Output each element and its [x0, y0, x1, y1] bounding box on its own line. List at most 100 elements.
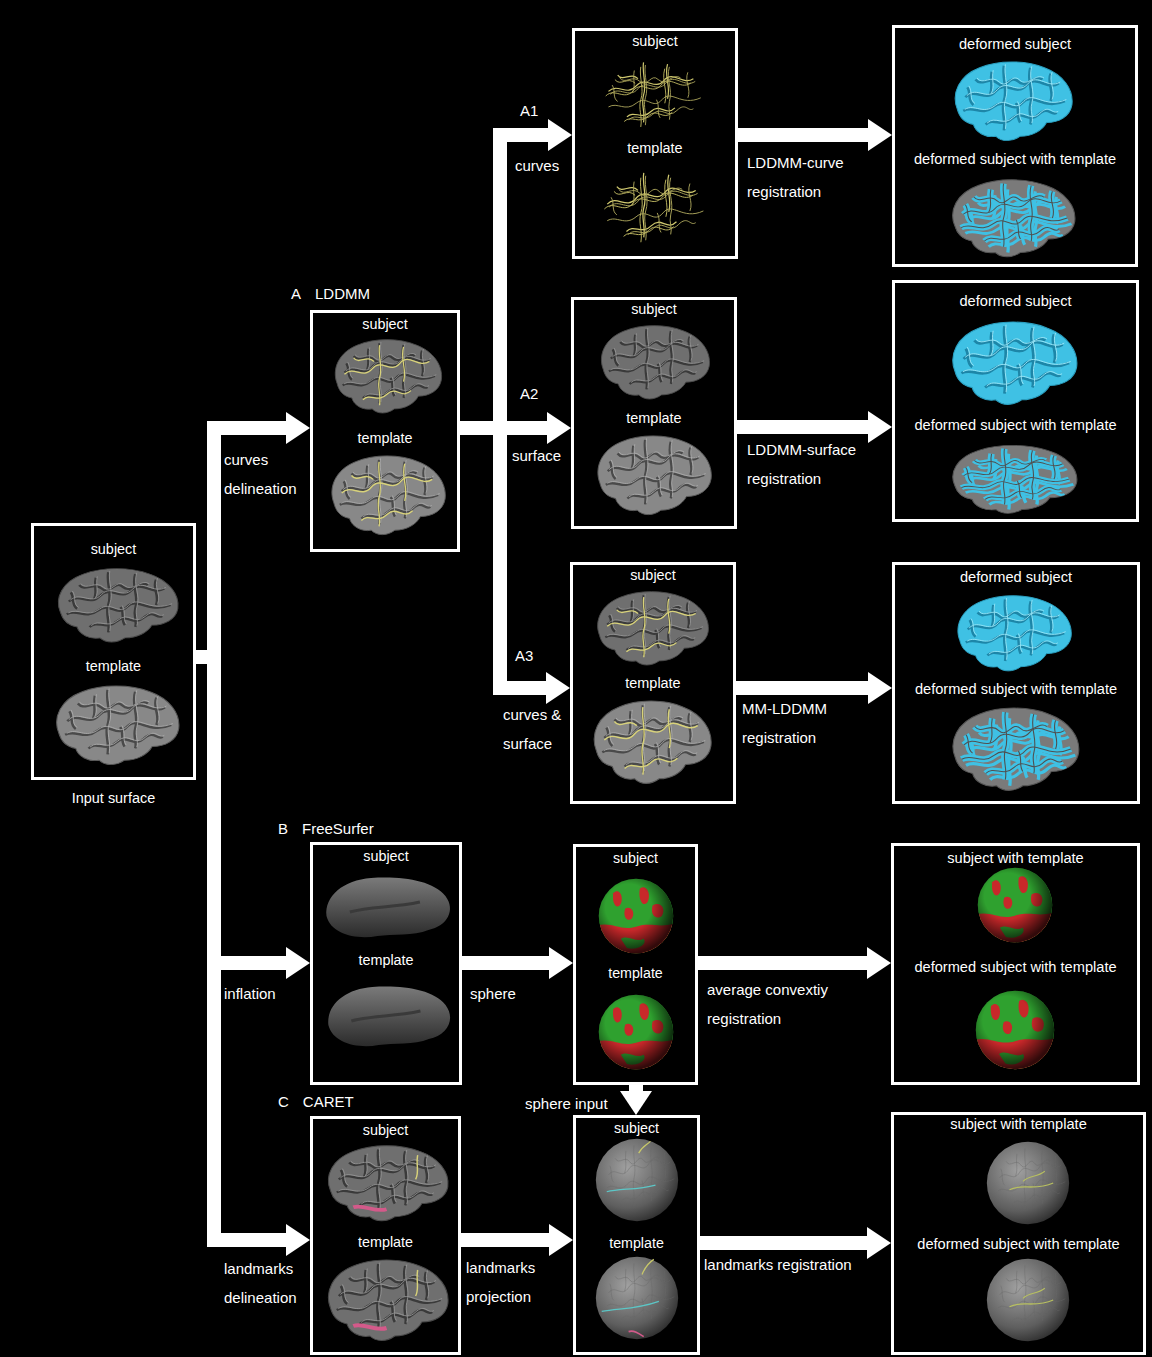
- panel-box: deformed subject deformed subject with te…: [892, 280, 1139, 522]
- edge-label: MM-LDDMM registration: [742, 700, 827, 746]
- arrow-head: [620, 1091, 652, 1115]
- text-row: deformed subject with template: [895, 416, 1136, 434]
- text-row: template: [575, 139, 735, 157]
- panel-box: subjecttemplateInput surface: [31, 523, 196, 780]
- box-label: subject: [631, 300, 677, 318]
- box-label: template: [609, 1234, 664, 1252]
- edge-label-holder: average convextiy registration: [707, 975, 857, 1033]
- edge-label: curves & surface: [503, 706, 561, 752]
- panel-box: subject with templatedeformed subject wi…: [891, 1112, 1146, 1355]
- convexity-sphere: [977, 867, 1053, 943]
- box-label: subject: [363, 1121, 409, 1139]
- edge-label: landmarks registration: [704, 1256, 852, 1273]
- text-row: deformed subject: [895, 568, 1137, 586]
- box-label: template: [358, 1233, 413, 1251]
- text-row: template: [313, 1233, 458, 1251]
- panel-box: subject template: [573, 1115, 700, 1355]
- flow-arrow: [461, 1224, 573, 1256]
- text-row: template: [576, 964, 695, 982]
- overlay-brain: [953, 180, 1075, 257]
- text-row: subject: [313, 1121, 458, 1139]
- branch-label-holder: A1: [520, 96, 538, 125]
- box-label: deformed subject with template: [914, 958, 1116, 976]
- inflated-brain: [326, 878, 450, 938]
- brain-surface: [598, 436, 711, 515]
- panel-box: deformed subjectdeformed subject with te…: [892, 562, 1140, 804]
- panel-box: subject template: [572, 28, 738, 259]
- edge-label-holder: landmarks registration: [704, 1250, 852, 1279]
- arrow-shaft: [462, 956, 551, 970]
- panel-box: CCARETsubjecttemplate: [310, 1116, 461, 1355]
- edge-label-holder: sphere: [470, 979, 516, 1008]
- text-row: deformed subject: [895, 292, 1136, 310]
- arrow-shaft: [736, 681, 870, 695]
- box-label: subject: [632, 32, 678, 50]
- edge-label-holder: sphere input: [525, 1089, 608, 1118]
- flow-arrow: [738, 119, 892, 151]
- edge-label-holder: inflation: [224, 979, 276, 1008]
- text-row: template: [34, 657, 193, 675]
- brain-surface: [601, 326, 709, 399]
- edge-label: surface: [512, 447, 561, 464]
- text-row: subject: [574, 300, 734, 318]
- arrow-head: [867, 1227, 891, 1259]
- brain-surface: [58, 569, 178, 642]
- text-row: subject: [313, 847, 459, 865]
- text-row: subject: [576, 849, 695, 867]
- text-row: deformed subject with template: [895, 150, 1135, 168]
- panel-box: deformed subject deformed subject with te…: [892, 25, 1138, 267]
- box-label: subject with template: [947, 849, 1083, 867]
- brain-curves: [335, 340, 441, 413]
- arrow-head: [549, 947, 573, 979]
- flow-arrow: [737, 411, 892, 443]
- arrow-shaft: [700, 1236, 869, 1250]
- branch-label: A1: [520, 102, 538, 119]
- edge-label: landmarks projection: [466, 1259, 535, 1305]
- landmark-sphere: [987, 1142, 1069, 1224]
- arrow-head: [867, 947, 891, 979]
- flow-arrow: [196, 412, 310, 657]
- convexity-sphere: [598, 994, 674, 1070]
- convexity-sphere: [975, 990, 1055, 1070]
- text-row: deformed subject: [895, 35, 1135, 53]
- text-row: template: [313, 951, 459, 969]
- edge-label-holder: curves delineation: [224, 445, 304, 503]
- deformed-brain: [953, 322, 1077, 404]
- panel-box: BFreeSurfersubjecttemplate: [310, 842, 462, 1085]
- edge-label: sphere input: [525, 1095, 608, 1112]
- box-label: FreeSurfer: [302, 820, 374, 838]
- arrow-head: [286, 1224, 310, 1256]
- text-row: template: [313, 429, 457, 447]
- brain-curves: [332, 456, 445, 535]
- flow-arrow: [698, 947, 891, 979]
- flow-arrow: [736, 672, 892, 704]
- arrow-head: [868, 411, 892, 443]
- text-row: template: [574, 409, 734, 427]
- curve-set: [604, 173, 703, 242]
- box-label: subject: [614, 1119, 659, 1137]
- branch-label-holder: A2: [520, 379, 538, 408]
- arrow-shaft: [698, 956, 869, 970]
- box-label: subject: [630, 566, 676, 584]
- edge-label: average convextiy registration: [707, 981, 828, 1027]
- box-label: template: [627, 139, 682, 157]
- branch-label: A2: [520, 385, 538, 402]
- edge-label-holder: landmarks projection: [466, 1253, 546, 1311]
- flow-arrow: [460, 428, 570, 704]
- box-label: template: [625, 674, 680, 692]
- landmark-sphere: [596, 1139, 678, 1221]
- edge-label-holder: LDDMM-curve registration: [747, 148, 867, 206]
- arrow-head: [868, 119, 892, 151]
- branch-label: A3: [515, 647, 533, 664]
- box-label: template: [358, 951, 413, 969]
- box-label: B: [278, 820, 288, 838]
- text-row: deformed subject with template: [894, 958, 1137, 976]
- box-label: subject with template: [950, 1115, 1087, 1133]
- text-row: CCARET: [278, 1093, 458, 1111]
- arrow-shaft: [738, 128, 870, 142]
- box-label: template: [357, 429, 412, 447]
- text-row: subject with template: [894, 849, 1137, 867]
- arrow-head: [549, 1224, 573, 1256]
- overlay-brain: [953, 708, 1079, 790]
